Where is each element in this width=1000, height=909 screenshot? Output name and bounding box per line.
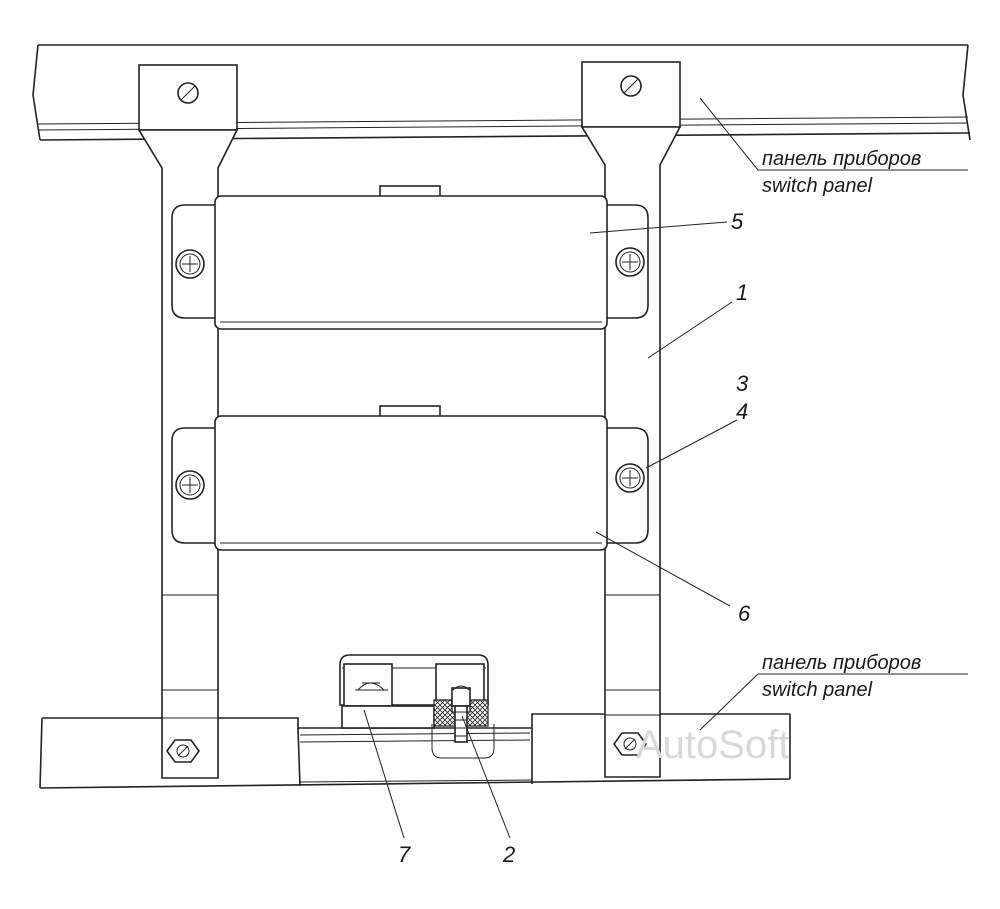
top-panel-label-ru: панель приборов [762, 148, 921, 170]
lower-block [171, 405, 649, 551]
callout-3: 3 [736, 371, 749, 396]
callout-1: 1 [736, 280, 748, 305]
top-slotted-screws [177, 75, 642, 104]
top-panel-label-en: switch panel [762, 175, 873, 197]
leader-lines [363, 97, 968, 839]
bottom-hex-nuts [166, 732, 647, 763]
callout-2: 2 [502, 842, 515, 867]
callout-7: 7 [398, 842, 411, 867]
upper-block [171, 185, 649, 330]
callout-5: 5 [731, 209, 744, 234]
bottom-panel-label-en: switch panel [762, 679, 873, 701]
callout-4: 4 [736, 399, 748, 424]
bottom-clamp [339, 654, 495, 759]
watermark-text: AutoSoft [636, 723, 789, 767]
callout-6: 6 [738, 601, 751, 626]
bottom-panel-label-ru: панель приборов [762, 652, 921, 674]
phillips-screws [175, 247, 645, 500]
